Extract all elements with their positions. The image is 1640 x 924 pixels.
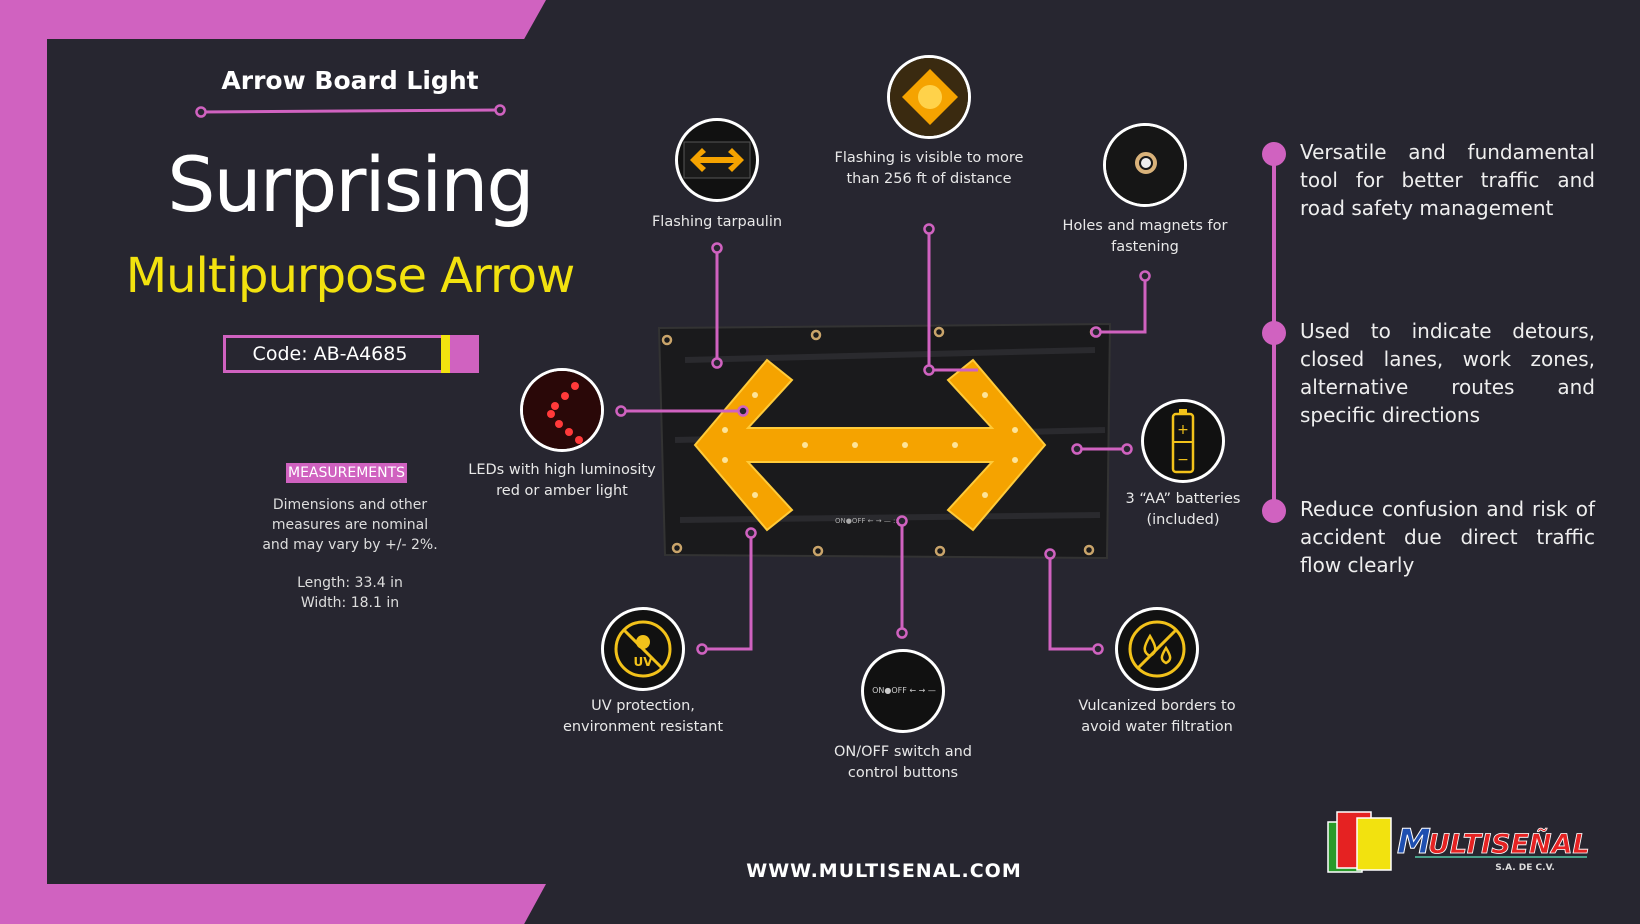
feature-label-holes: Holes and magnets for fastening	[1062, 218, 1228, 255]
measurements-label: MEASUREMENTS	[286, 463, 408, 483]
svg-text:−: −	[1177, 452, 1189, 468]
top-accent-bar	[0, 0, 546, 39]
svg-text:ON●OFF ← → —: ON●OFF ← → —	[872, 686, 936, 695]
length-value: Length: 33.4 in	[297, 575, 403, 591]
svg-text:S.A. DE C.V.: S.A. DE C.V.	[1495, 863, 1555, 873]
product-code: Code: AB-A4685	[252, 343, 408, 365]
product-name: Arrow Board Light	[221, 66, 479, 95]
svg-text:M: M	[1397, 822, 1431, 862]
feature-label-leds: LEDs with high luminosity red or amber l…	[468, 462, 656, 499]
svg-text:ULTISEÑAL: ULTISEÑAL	[1428, 828, 1590, 860]
bullet-dot	[1262, 142, 1286, 166]
led-chevron-icon	[520, 368, 604, 452]
bullet-text: Reduce confusion and risk of accident du…	[1300, 497, 1595, 577]
title-divider	[195, 104, 506, 118]
product-code-box: Code: AB-A4685	[223, 335, 479, 373]
feature-label-switch: ON/OFF switch and control buttons	[833, 744, 973, 781]
feature-label-visible: Flashing is visible to more than 256 ft …	[834, 150, 1024, 187]
arrow-board-image: ON●OFF ← → — ::	[657, 322, 1112, 560]
feature-label-batteries: 3 “AA” batteries (included)	[1125, 491, 1241, 528]
feature-label-uv: UV protection, environment resistant	[562, 698, 724, 735]
page-title: Surprising	[167, 140, 534, 229]
page-subtitle: Multipurpose Arrow	[125, 248, 576, 304]
multisenal-logo: M ULTISEÑAL S.A. DE C.V.	[1327, 811, 1590, 873]
measurements-text: Dimensions and other measures are nomina…	[240, 495, 460, 613]
left-accent-strip	[0, 0, 47, 924]
flashing-light-icon	[887, 55, 971, 139]
battery-icon: +−	[1141, 399, 1225, 483]
code-pink-block	[450, 335, 479, 373]
double-arrow-shape	[693, 358, 1047, 532]
grommet-icon	[1103, 123, 1187, 207]
website-link[interactable]: WWW.MULTISENAL.COM	[746, 860, 1022, 882]
measurements-note-line: and may vary by +/- 2%.	[262, 537, 438, 553]
svg-text:UV: UV	[633, 655, 653, 669]
no-water-icon	[1115, 607, 1199, 691]
bullet-text: Versatile and fundamental tool for bette…	[1300, 140, 1595, 220]
feature-label-vulcanized: Vulcanized borders to avoid water filtra…	[1078, 698, 1236, 735]
measurements-note-line: measures are nominal	[271, 517, 429, 533]
bullet-text: Used to indicate detours, closed lanes, …	[1300, 319, 1595, 427]
code-yellow-block	[441, 335, 450, 373]
measurements-note-line: Dimensions and other	[272, 497, 428, 513]
bullet-dot	[1262, 321, 1286, 345]
arrow-board-icon	[675, 118, 759, 202]
feature-label-tarpaulin: Flashing tarpaulin	[651, 214, 783, 230]
width-value: Width: 18.1 in	[300, 595, 400, 611]
svg-text:+: +	[1177, 422, 1189, 438]
switch-icon: ON●OFF ← → —	[861, 649, 945, 733]
bullet-dot	[1262, 499, 1286, 523]
bottom-accent-bar	[0, 884, 546, 924]
uv-sun-icon: UV	[601, 607, 685, 691]
svg-text:ON●OFF ← → — ::: ON●OFF ← → — ::	[835, 517, 898, 525]
